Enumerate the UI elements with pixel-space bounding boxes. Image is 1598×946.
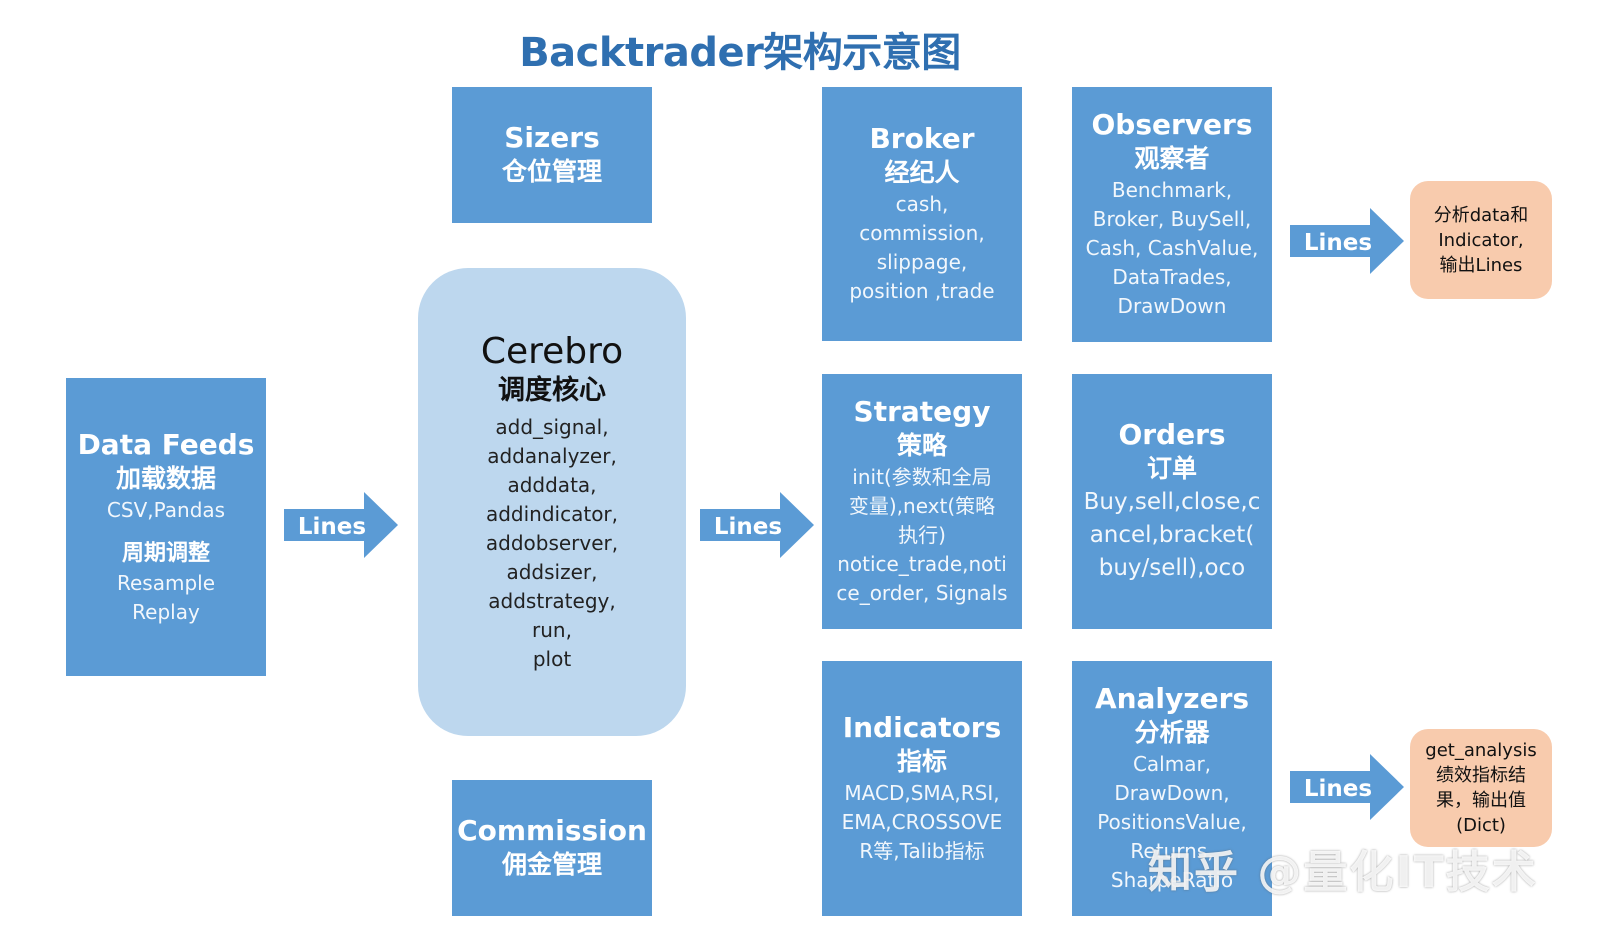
sizers-cn: 仓位管理 <box>501 157 602 186</box>
analyzers-note: get_analysis 绩效指标结 果，输出值 (Dict) <box>1410 729 1552 847</box>
diagram-title: Backtrader架构示意图 <box>519 30 961 76</box>
data-feeds-formats: CSV,Pandas <box>106 497 226 522</box>
analyzers-name: Analyzers <box>1094 682 1250 715</box>
orders-cn: 订单 <box>1146 454 1197 483</box>
indicators-box: Indicators 指标 MACD,SMA,RSI, EMA,CROSSOVE… <box>822 661 1022 916</box>
arrow-feeds-to-cerebro: Lines <box>284 492 398 558</box>
sizers-box: Sizers 仓位管理 <box>452 87 652 223</box>
cerebro-cn: 调度核心 <box>498 374 606 406</box>
orders-line: Buy,sell,close,c <box>1083 489 1261 515</box>
watermark: 知乎 @量化IT技术 <box>1148 847 1538 898</box>
note-line: (Dict) <box>1456 815 1506 836</box>
cerebro-method: adddata, <box>507 472 597 497</box>
strategy-line: notice_trade,noti <box>837 552 1007 576</box>
analyzers-line: Returns, <box>1130 839 1214 863</box>
strategy-line: 变量),next(策略 <box>848 494 996 518</box>
commission-box: Commission 佣金管理 <box>452 780 652 916</box>
orders-name: Orders <box>1118 418 1226 451</box>
data-feeds-name: Data Feeds <box>77 427 255 461</box>
cerebro-method: add_signal, <box>495 414 609 439</box>
data-feeds-line: Resample <box>116 570 216 595</box>
cerebro-method: addindicator, <box>485 501 619 526</box>
cerebro-method: plot <box>532 646 572 671</box>
analyzers-line: SharpeRatio <box>1110 868 1234 892</box>
note-line: 果，输出值 <box>1436 790 1526 811</box>
note-line: 输出Lines <box>1439 254 1523 276</box>
arrow-observers-out: Lines <box>1290 208 1404 274</box>
indicators-name: Indicators <box>842 711 1002 744</box>
strategy-line: ce_order, Signals <box>836 581 1008 605</box>
observers-line: Broker, BuySell, <box>1092 207 1252 231</box>
data-feeds-line: Replay <box>132 599 200 624</box>
strategy-name: Strategy <box>853 395 991 428</box>
broker-line: slippage, <box>876 250 968 274</box>
orders-line: ancel,bracket( <box>1089 522 1255 548</box>
orders-box: Orders 订单 Buy,sell,close,c ancel,bracket… <box>1072 374 1272 629</box>
observers-note: 分析data和 Indicator, 输出Lines <box>1410 181 1552 299</box>
indicators-cn: 指标 <box>896 747 947 776</box>
analyzers-line: Calmar, <box>1132 752 1212 776</box>
observers-box: Observers 观察者 Benchmark, Broker, BuySell… <box>1072 87 1272 342</box>
note-line: 分析data和 <box>1433 204 1529 226</box>
analyzers-line: DrawDown, <box>1114 781 1230 805</box>
cerebro-method: addanalyzer, <box>487 443 617 468</box>
broker-line: position ,trade <box>849 279 995 303</box>
commission-cn: 佣金管理 <box>501 850 602 879</box>
data-feeds-cn: 加载数据 <box>115 463 216 493</box>
analyzers-cn: 分析器 <box>1134 718 1210 747</box>
arrow-label: Lines <box>714 514 782 540</box>
data-feeds-box: Data Feeds 加载数据 CSV,Pandas 周期调整 Resample… <box>66 378 266 676</box>
arrow-label: Lines <box>1304 230 1372 256</box>
broker-cn: 经纪人 <box>884 158 960 187</box>
analyzers-box: Analyzers 分析器 Calmar, DrawDown, Position… <box>1072 661 1272 916</box>
arrow-label: Lines <box>1304 776 1372 802</box>
observers-cn: 观察者 <box>1134 144 1210 173</box>
arrow-cerebro-to-strategy: Lines <box>700 492 814 558</box>
observers-line: Benchmark, <box>1111 178 1233 202</box>
indicators-line: R等,Talib指标 <box>859 839 985 863</box>
indicators-line: EMA,CROSSOVE <box>841 810 1003 834</box>
strategy-box: Strategy 策略 init(参数和全局 变量),next(策略 执行) n… <box>822 374 1022 629</box>
strategy-line: 执行) <box>898 523 946 547</box>
analyzers-line: PositionsValue, <box>1097 810 1247 834</box>
cerebro-method: run, <box>532 617 572 642</box>
commission-name: Commission <box>457 814 647 847</box>
broker-name: Broker <box>869 122 975 155</box>
observers-line: DrawDown <box>1117 294 1227 318</box>
observers-line: Cash, CashValue, <box>1085 236 1259 260</box>
broker-line: cash, <box>895 192 949 216</box>
cerebro-box: Cerebro 调度核心 add_signal, addanalyzer, ad… <box>418 268 686 736</box>
cerebro-method: addobserver, <box>485 530 619 555</box>
arrow-analyzers-out: Lines <box>1290 754 1404 820</box>
note-line: Indicator, <box>1438 229 1524 251</box>
strategy-line: init(参数和全局 <box>852 465 992 489</box>
arrow-label: Lines <box>298 514 366 540</box>
note-line: 绩效指标结 <box>1436 765 1526 786</box>
sizers-name: Sizers <box>504 121 600 154</box>
observers-line: DataTrades, <box>1112 265 1232 289</box>
data-feeds-cn2: 周期调整 <box>121 540 210 566</box>
indicators-line: MACD,SMA,RSI, <box>844 781 1000 805</box>
observers-name: Observers <box>1091 108 1253 141</box>
orders-line: buy/sell),oco <box>1098 555 1246 581</box>
cerebro-method: addstrategy, <box>488 588 616 613</box>
note-line: get_analysis <box>1425 740 1537 761</box>
broker-line: commission, <box>859 221 985 245</box>
broker-box: Broker 经纪人 cash, commission, slippage, p… <box>822 87 1022 341</box>
cerebro-name: Cerebro <box>480 330 624 372</box>
cerebro-method: addsizer, <box>506 559 598 584</box>
strategy-cn: 策略 <box>896 431 947 460</box>
